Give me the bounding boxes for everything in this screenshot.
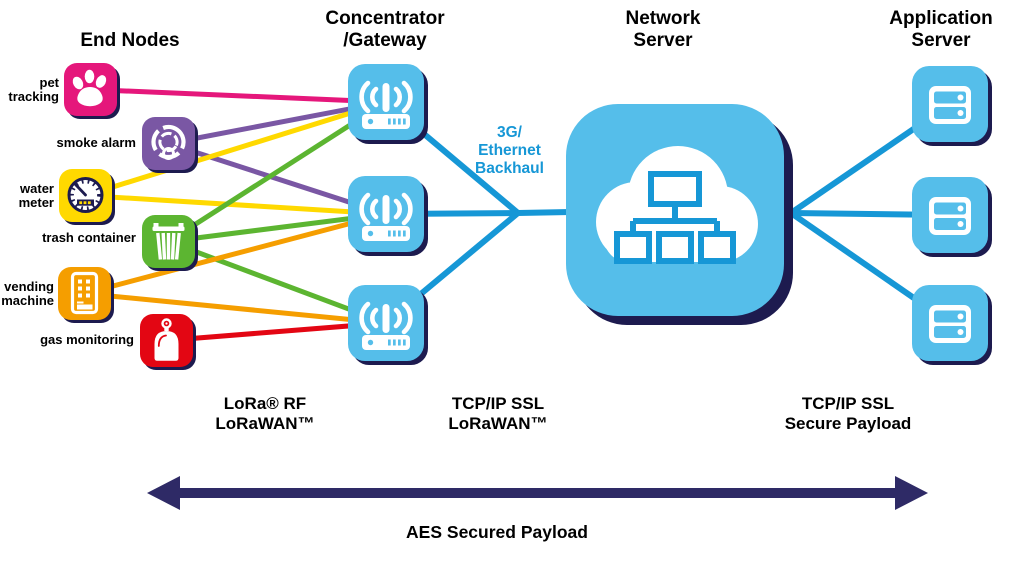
smoke-detector-icon [151,124,186,160]
vending-machine-label: vending machine [1,279,54,309]
vending-machine-icon [58,267,111,320]
smoke-alarm-icon [142,117,195,170]
network-server-header: Network Server [625,8,701,51]
app-server-2-icon [912,177,988,253]
router-antenna-icon [359,80,413,129]
gateway-1-icon [348,64,424,140]
water-meter-label: water meter [18,181,54,211]
application-server-header: Application Server [889,8,993,51]
app-server-3-icon [912,285,988,361]
pet-tracking-label: pet tracking [8,75,59,105]
app-server-1-icon [912,66,988,142]
cloud-network-icon [596,146,758,264]
trash-can-icon [152,223,185,260]
vending-machine-glyph-icon [70,271,99,315]
server-icon [929,86,971,124]
gas-monitoring-icon [140,314,193,367]
router-antenna-icon [359,192,413,241]
server-icon [929,305,971,343]
aes-arrow-shaft [178,488,898,498]
gauge-icon [67,177,104,213]
water-meter-icon [59,169,112,222]
end-nodes-header: End Nodes [80,30,180,51]
gas-monitoring-label: gas monitoring [40,332,134,347]
network-server-icon [566,104,784,316]
trash-container-label: trash container [42,230,136,245]
tcpip-lorawan-label: TCP/IP SSL LoRaWAN™ [448,394,548,434]
pet-tracking-icon [64,63,117,116]
server-icon [929,197,971,235]
aes-arrow-right-head-icon [895,476,928,510]
smoke-alarm-label: smoke alarm [56,135,137,150]
router-antenna-icon [359,301,413,350]
trash-container-icon [142,215,195,268]
paw-icon [72,69,107,107]
backhaul-label: 3G/ Ethernet Backhaul [475,124,544,177]
aes-secured-payload-label: AES Secured Payload [406,522,588,542]
tcpip-secure-label: TCP/IP SSL Secure Payload [784,394,912,434]
concentrator-gateway-header: Concentrator /Gateway [325,8,445,51]
gateway-2-icon [348,176,424,252]
gateway-3-icon [348,285,424,361]
gas-cylinder-icon [154,318,179,361]
lora-rf-label: LoRa® RF LoRaWAN™ [215,394,315,434]
aes-arrow-left-head-icon [147,476,180,510]
